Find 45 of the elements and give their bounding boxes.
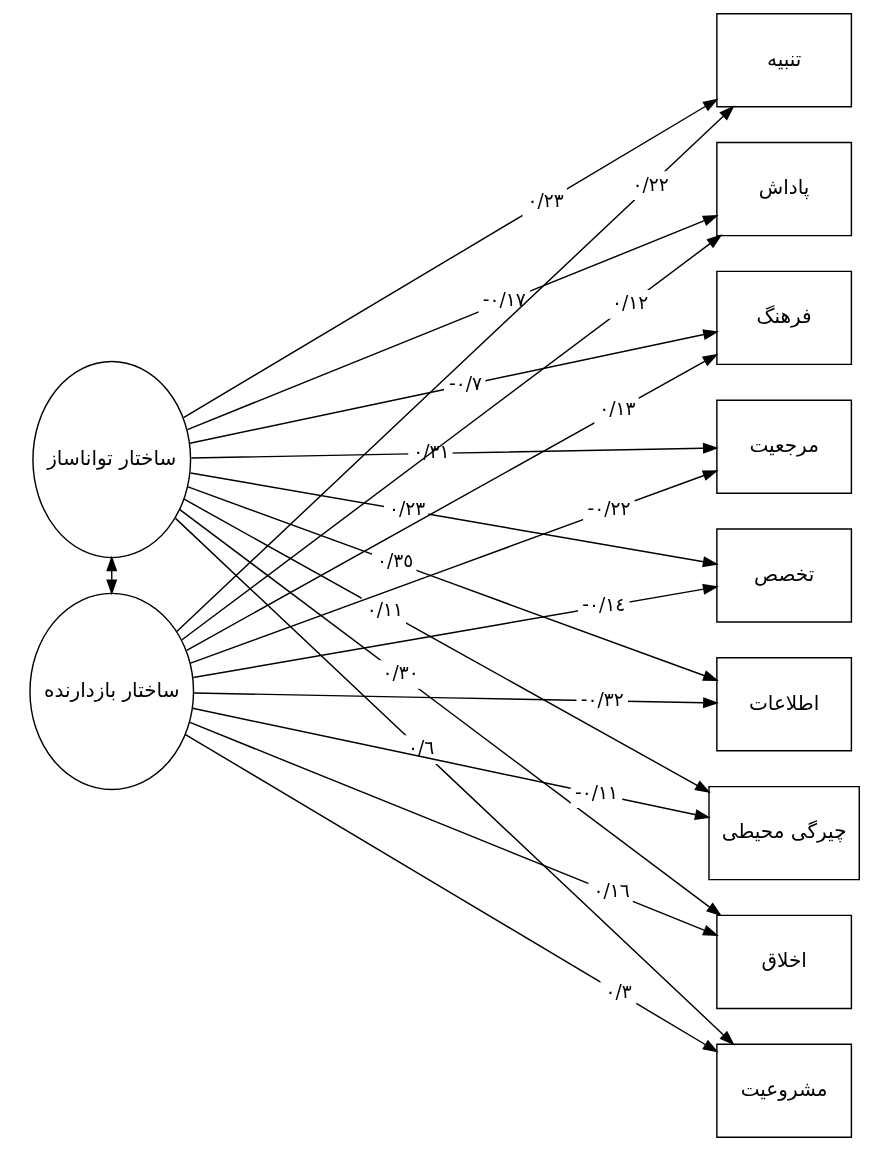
arrow (186, 353, 719, 652)
node-box: مشروعیت (716, 1043, 853, 1138)
node-ellipse: ساختار توانا‌ساز (32, 360, 192, 559)
edge-label: -٠/١٧ (482, 289, 526, 311)
arrow (190, 442, 719, 459)
edge-label: -٠/١٤ (582, 594, 626, 616)
node-box: پاداش (716, 141, 853, 237)
node-box: تخصص (716, 528, 853, 623)
edge-label: ٠/٣٥ (377, 550, 414, 572)
edge-label: ٠/٢٢ (632, 173, 669, 195)
edge-label: -٠/٢٢ (587, 498, 631, 520)
arrow (174, 517, 735, 1046)
arrow (192, 583, 719, 679)
arrow (182, 98, 719, 419)
edge-label: ٠/٣ (605, 980, 632, 1002)
arrow (189, 472, 719, 568)
arrow (189, 721, 719, 937)
edge-label: ٠/٢٣ (389, 498, 426, 520)
arrow (180, 234, 723, 641)
edge-label: -٠/١١ (575, 781, 618, 803)
edge-label: ٠/١٣ (599, 398, 636, 420)
edge-label: ٠/٣٠ (382, 662, 419, 684)
edge-label: ٠/٢٣ (527, 190, 564, 212)
arrow (191, 707, 711, 820)
node-box: چیرگی محیطی (708, 785, 860, 881)
node-box: اطلاعات (716, 657, 853, 752)
node-box: فرهنگ (716, 270, 853, 366)
arrow (189, 470, 719, 664)
edge-label: -٠/٣٢ (580, 688, 624, 710)
edge-label: ٠/١١ (366, 598, 403, 620)
node-ellipse: ساختار بازدارنده (29, 592, 195, 791)
arrow (179, 508, 722, 917)
edge-label: ٠/٦ (407, 737, 435, 759)
edge-label: ٠/١٢ (611, 292, 649, 314)
arrow (176, 105, 735, 633)
edge-label: ٠/١٦ (593, 880, 630, 902)
arrow (193, 692, 719, 709)
arrow (187, 486, 719, 681)
arrow (186, 214, 719, 431)
node-box: اخلاق (716, 914, 853, 1010)
edge-label: -٠/٧ (449, 373, 482, 395)
node-box: تنبیه (716, 13, 853, 108)
arrow (189, 329, 719, 445)
node-box: مرجعیت (716, 399, 853, 494)
arrow (106, 555, 118, 596)
